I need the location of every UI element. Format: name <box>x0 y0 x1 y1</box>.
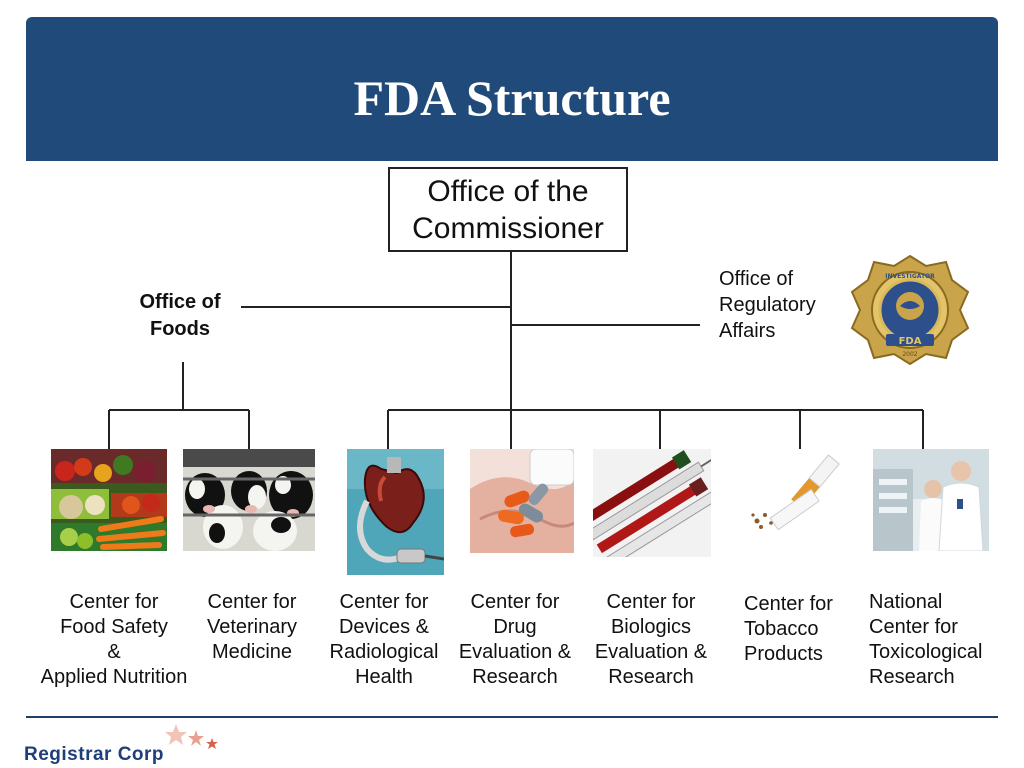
nctr-line-3: Toxicological <box>869 641 983 663</box>
nctr-line-1: National <box>869 591 943 613</box>
center-cdrh-label: Center for Devices & Radiological Health <box>322 590 446 690</box>
cdrh-line-4: Health <box>355 666 413 688</box>
broken-cigarette-photo-icon <box>743 449 841 557</box>
badge-fda-text: FDA <box>899 336 922 347</box>
cder-line-4: Research <box>472 666 558 688</box>
cvm-line-3: Medicine <box>211 641 293 663</box>
cber-line-3: Evaluation & <box>594 641 708 663</box>
produce-photo-icon <box>51 449 167 551</box>
ora-line-1: Office of <box>719 268 794 290</box>
cber-line-4: Research <box>608 666 694 688</box>
cder-line-2: Drug <box>493 616 537 638</box>
office-of-foods-line-2: Foods <box>150 318 210 340</box>
slide-title: FDA Structure <box>353 70 671 126</box>
center-cfsan-label: Center for Food Safety & Applied Nutriti… <box>41 590 188 690</box>
nctr-line-4: Research <box>869 666 955 688</box>
badge-top-text: INVESTIGATOR <box>885 273 935 280</box>
badge-year: 2002 <box>902 351 917 358</box>
center-cvm-label: Center for Veterinary Medicine <box>182 590 322 665</box>
footer-divider <box>26 716 998 718</box>
cvm-line-1: Center for <box>207 591 297 613</box>
pills-photo-icon <box>470 449 574 553</box>
cfsan-line-1: Center for <box>69 591 159 613</box>
center-nctr-label: National Center for Toxicological Resear… <box>869 590 1009 690</box>
nctr-line-2: Center for <box>869 616 958 638</box>
center-ctp-label: Center for Tobacco Products <box>744 592 854 667</box>
cber-line-2: Biologics <box>610 616 692 638</box>
cattle-photo-icon <box>183 449 315 551</box>
syringes-photo-icon <box>593 449 711 557</box>
cfsan-line-3: & <box>107 641 121 663</box>
commissioner-line-2: Commissioner <box>412 211 604 245</box>
center-cber-label: Center for Biologics Evaluation & Resear… <box>586 590 716 690</box>
ora-line-3: Affairs <box>719 320 776 342</box>
laboratory-photo-icon <box>873 449 989 551</box>
title-banner <box>26 17 998 161</box>
ora-line-2: Regulatory <box>719 294 816 316</box>
ctp-line-2: Tobacco <box>744 618 819 640</box>
cdrh-line-2: Devices & <box>338 616 430 638</box>
logo-text: Registrar Corp <box>24 744 165 765</box>
office-of-regulatory-affairs-label: Office of Regulatory Affairs <box>719 266 859 344</box>
cfsan-line-4: Applied Nutrition <box>40 666 188 688</box>
ctp-line-1: Center for <box>744 593 833 615</box>
office-of-foods-line-1: Office of <box>139 291 221 313</box>
artificial-heart-photo-icon <box>347 449 444 575</box>
fda-investigator-badge-icon: FDA INVESTIGATOR 2002 <box>850 254 970 366</box>
office-of-the-commissioner-box: Office of the Commissioner <box>388 167 628 252</box>
cder-line-1: Center for <box>470 591 560 613</box>
office-of-foods-label: Office of Foods <box>120 289 240 343</box>
stars-icon <box>165 724 218 749</box>
cdrh-line-3: Radiological <box>329 641 439 663</box>
cdrh-line-1: Center for <box>339 591 429 613</box>
cder-line-3: Evaluation & <box>458 641 572 663</box>
cvm-line-2: Veterinary <box>206 616 298 638</box>
registrar-corp-logo: Registrar Corp <box>24 722 224 768</box>
cber-line-1: Center for <box>606 591 696 613</box>
commissioner-line-1: Office of the <box>427 174 589 208</box>
cfsan-line-2: Food Safety <box>60 616 168 638</box>
ctp-line-3: Products <box>744 643 823 665</box>
center-cder-label: Center for Drug Evaluation & Research <box>450 590 580 690</box>
